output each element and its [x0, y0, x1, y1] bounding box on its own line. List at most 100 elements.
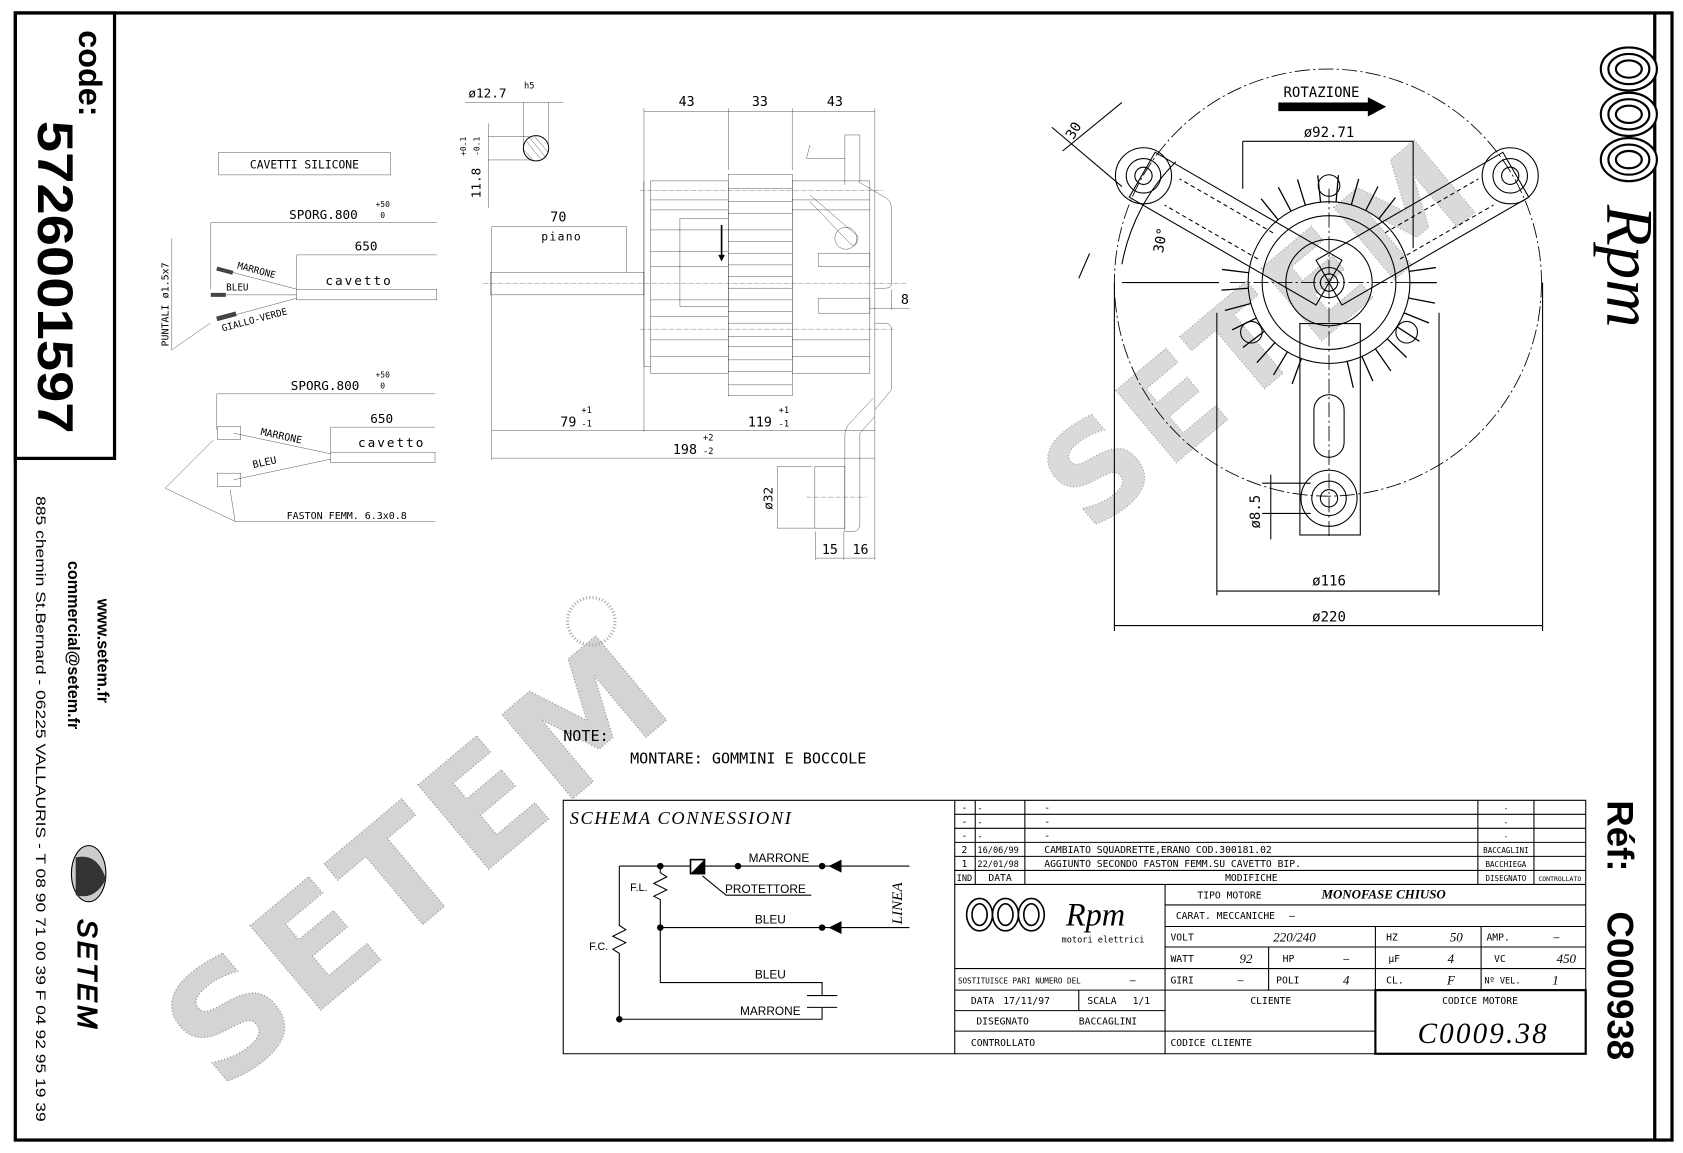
cooling-fin: [1361, 356, 1374, 382]
bushing-diameter: ø32: [761, 487, 776, 510]
line-label: LINEA: [890, 882, 906, 926]
rotation-arrow-icon: [1278, 97, 1387, 117]
dim-43-right: 43: [827, 95, 843, 110]
uf-value: 4: [1448, 951, 1455, 966]
faston-connector: [217, 472, 241, 487]
cable-label: cavetto: [325, 273, 392, 288]
wire-label-bleu: BLEU: [252, 455, 278, 471]
cable-label: cavetto: [358, 435, 425, 450]
scale-label: SCALA: [1087, 996, 1116, 1007]
drawn-label: DISEGNATO: [976, 1017, 1029, 1028]
date-label: DATA: [971, 996, 994, 1007]
rpm-logo-text: Rpm: [1592, 204, 1666, 328]
wire-label-marrone: MARRONE: [236, 260, 277, 281]
arm-angle: 30°: [1151, 226, 1171, 254]
cooling-fin: [1403, 312, 1430, 324]
cooling-fin: [1272, 351, 1288, 376]
upper-cable: SPORG.800 +50 0 650 cavetto MARRONE BLEU…: [160, 200, 437, 351]
bolt-circle-diameter: ø92.71: [1304, 125, 1355, 141]
revision-desc: -: [1044, 817, 1050, 828]
client-code-label: CODICE CLIENTE: [1170, 1038, 1252, 1049]
right-panel: Rpm Réf: C000938: [1592, 46, 1666, 1060]
class-value: F: [1446, 973, 1456, 988]
cooling-fin: [1242, 330, 1265, 349]
client-label: CLIENTE: [1250, 996, 1291, 1007]
lower-cable: SPORG.800 +50 0 650 cavetto MARRONE BLEU…: [165, 371, 436, 522]
motor-code-label: CODICE MOTORE: [1442, 996, 1518, 1007]
body-length: 119: [748, 415, 772, 430]
field-winding-label: F.L.: [630, 882, 647, 894]
arrow-down-icon: [718, 254, 725, 262]
header-controllato: CONTROLLATO: [1538, 875, 1581, 883]
setem-logo: SETEM: [70, 845, 107, 1032]
cooling-fin: [1365, 186, 1379, 211]
revision-drawn: BACCHIEGA: [1485, 860, 1526, 869]
scale-value: 1/1: [1133, 996, 1151, 1007]
ref-label: Réf:: [1599, 800, 1640, 871]
schema-title: SCHEMA CONNESSIONI: [570, 808, 793, 828]
motor-front-view: ROTAZIONE ø92.71 ø116 ø220 30 30° ø8.5: [1051, 68, 1544, 631]
cooling-fin: [1378, 197, 1396, 220]
watermark-left: SETEM: [131, 595, 706, 1121]
cooling-fin: [1350, 178, 1360, 206]
mounting-bracket: [806, 134, 892, 532]
revision-desc: CAMBIATO SQUADRETTE,ERANO COD.300181.02: [1044, 845, 1272, 856]
speeds-value: 1: [1552, 973, 1558, 988]
code-box: [13, 11, 117, 461]
vc-label: VC: [1494, 954, 1506, 965]
revision-ind: -: [962, 831, 968, 842]
shaft-fit: h5: [524, 81, 534, 91]
hp-value: —: [1343, 954, 1349, 965]
bushing-width-16: 16: [853, 543, 869, 558]
line-input-arrow-icon: [828, 859, 842, 935]
rpm-logo: Rpm: [1592, 46, 1666, 328]
cooling-fin: [1396, 326, 1420, 342]
terminal-box: [679, 218, 729, 307]
rotation-label: ROTAZIONE: [1283, 85, 1359, 101]
faston-connector: [217, 426, 241, 440]
faston-label: FASTON FEMM. 6.3x0.8: [287, 511, 407, 522]
tolerance-plus: +2: [703, 433, 713, 443]
length-label: 650: [355, 239, 378, 254]
header-modifiche: MODIFICHE: [1225, 873, 1278, 884]
tolerance-plus: +0.1: [459, 137, 468, 156]
checked-label: CONTROLLATO: [971, 1038, 1035, 1049]
cooling-fin: [1260, 198, 1279, 221]
watt-label: WATT: [1170, 954, 1193, 965]
cooling-fin: [1277, 187, 1292, 212]
notes-label: NOTE:: [563, 727, 608, 745]
tolerance-zero: 0: [380, 211, 385, 220]
revision-ind: -: [962, 817, 968, 828]
cooling-fin: [1346, 361, 1354, 388]
revision-date: 22/01/98: [977, 860, 1018, 870]
revision-date: 16/06/99: [977, 846, 1018, 856]
revision-date: -: [977, 832, 982, 842]
hole-diameter: ø8.5: [1248, 495, 1264, 529]
cooling-fin: [1296, 179, 1306, 206]
dim-33: 33: [752, 95, 768, 110]
cooling-fin: [1374, 348, 1392, 372]
arm-bottom: [1299, 323, 1361, 536]
junction-dots: [616, 862, 826, 1023]
coil-icon: [965, 897, 1046, 932]
connection-schema: SCHEMA CONNESSIONI MARRONE PROTETTORE BL…: [562, 799, 1587, 1055]
revision-ind: -: [962, 803, 968, 814]
wire-marrone-capacitor: MARRONE: [740, 1004, 801, 1018]
flat-label: piano: [541, 230, 582, 244]
tolerance-plus: +50: [376, 200, 391, 209]
wire-bleu: BLEU: [755, 912, 786, 926]
sporg-label: SPORG.800: [291, 378, 360, 393]
cooling-fin: [1409, 266, 1436, 272]
revision-drawn: -: [1504, 832, 1509, 841]
flat-length: 70: [550, 211, 566, 226]
flat-dimension: 11.8: [469, 168, 484, 198]
giri-value: —: [1238, 976, 1244, 987]
shaft: [490, 272, 645, 296]
hz-label: HZ: [1386, 933, 1398, 944]
body-diameter: ø116: [1312, 574, 1346, 590]
revision-drawn: -: [1504, 804, 1509, 813]
giri-label: GIRI: [1170, 976, 1193, 987]
header-disegnato: DISEGNATO: [1485, 874, 1526, 883]
